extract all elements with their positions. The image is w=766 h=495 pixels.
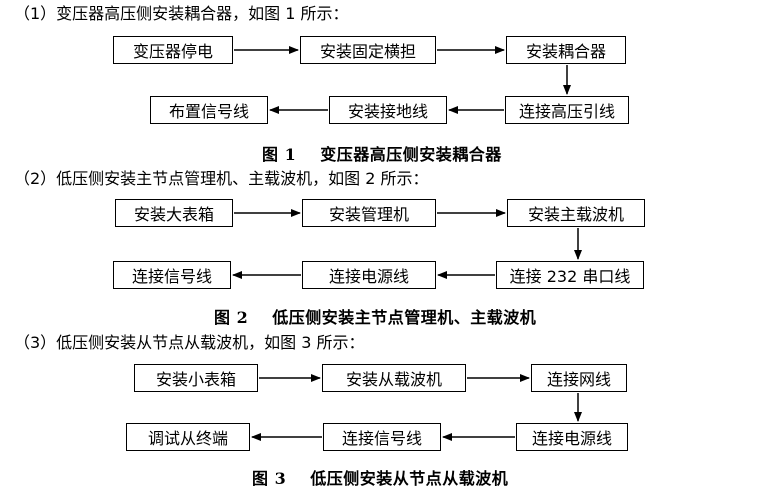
d2-step-6: 连接信号线	[113, 261, 231, 289]
d1-step-1: 变压器停电	[113, 36, 233, 64]
caption-number: 图 1	[262, 145, 297, 164]
caption-title: 低压侧安装从节点从载波机	[310, 469, 509, 488]
d1-step-4: 连接高压引线	[505, 96, 629, 124]
caption-number: 图 2	[214, 308, 249, 327]
d2-step-1: 安装大表箱	[115, 199, 233, 227]
d3-step-4: 连接电源线	[516, 423, 628, 451]
d2-step-4: 连接 232 串口线	[496, 261, 644, 289]
diagram2-caption: 图 2 低压侧安装主节点管理机、主载波机	[214, 304, 536, 328]
caption-number: 图 3	[252, 469, 287, 488]
diagram3-caption: 图 3 低压侧安装从节点从载波机	[252, 465, 508, 489]
d1-step-5: 安装接地线	[329, 96, 447, 124]
d1-step-6: 布置信号线	[150, 96, 268, 124]
d2-step-2: 安装管理机	[302, 199, 436, 227]
d3-step-3: 连接网线	[531, 364, 627, 392]
d2-step-3: 安装主载波机	[507, 199, 645, 227]
d1-step-2: 安装固定横担	[300, 36, 436, 64]
diagram1-caption: 图 1 变压器高压侧安装耦合器	[262, 141, 502, 165]
diagram2-intro: （2）低压侧安装主节点管理机、主载波机，如图 2 所示：	[14, 169, 429, 188]
d3-step-1: 安装小表箱	[134, 364, 258, 392]
d1-step-3: 安装耦合器	[506, 36, 626, 64]
caption-title: 低压侧安装主节点管理机、主载波机	[272, 308, 537, 327]
diagram3-intro: （3）低压侧安装从节点从载波机，如图 3 所示：	[14, 333, 365, 352]
d3-step-2: 安装从载波机	[322, 364, 466, 392]
d3-step-5: 连接信号线	[323, 423, 441, 451]
d2-step-5: 连接电源线	[302, 261, 436, 289]
diagram1-intro: （1）变压器高压侧安装耦合器，如图 1 所示：	[14, 4, 349, 23]
d3-step-6: 调试从终端	[126, 423, 250, 451]
caption-title: 变压器高压侧安装耦合器	[320, 145, 502, 164]
